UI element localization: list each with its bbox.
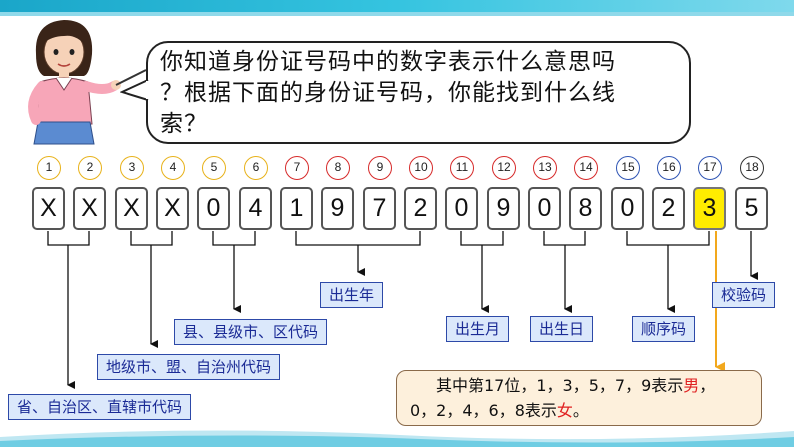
question-line-2: ？根据下面的身份证号码，你能找到什么线: [160, 80, 616, 106]
label-province-code: 省、自治区、直辖市代码: [8, 394, 192, 420]
position-circle: 17: [698, 156, 722, 180]
id-digit-box: 0: [528, 187, 561, 230]
label-sequence-code: 顺序码: [632, 316, 696, 342]
position-circle: 14: [574, 156, 598, 180]
position-circle: 5: [202, 156, 226, 180]
bottom-wave-decoration: [0, 430, 794, 447]
position-circle: 4: [161, 156, 185, 180]
note-line-2-text: 0，2，4，6，8表示: [410, 401, 557, 420]
position-circle: 16: [657, 156, 681, 180]
speech-bubble-tail: [120, 79, 150, 101]
position-circle: 15: [616, 156, 640, 180]
position-circle: 1: [37, 156, 61, 180]
position-circle: 3: [120, 156, 144, 180]
id-digit-box: 0: [445, 187, 478, 230]
note-male: 男: [683, 376, 700, 395]
gender-note-box: [396, 370, 762, 426]
id-digit-box: 5: [735, 187, 768, 230]
note-line-1-end: ，: [699, 376, 716, 395]
position-circle: 11: [450, 156, 474, 180]
id-digit-box: 0: [611, 187, 644, 230]
position-circle: 10: [409, 156, 433, 180]
label-city-code: 地级市、盟、自治州代码: [97, 354, 281, 380]
id-digit-box: X: [115, 187, 148, 230]
note-line-1: 其中第17位，1，3，5，7，9表示男，: [406, 373, 756, 398]
speech-bubble: [146, 41, 691, 144]
position-circle: 13: [533, 156, 557, 180]
label-check-code: 校验码: [712, 282, 776, 308]
gender-note-text: 其中第17位，1，3，5，7，9表示男， 0，2，4，6，8表示女。: [406, 373, 756, 423]
position-circle: 12: [492, 156, 516, 180]
label-birth-month: 出生月: [446, 316, 510, 342]
id-digit-box: X: [156, 187, 189, 230]
id-digit-box: 4: [239, 187, 272, 230]
id-digit-box: 2: [404, 187, 437, 230]
id-digit-box: X: [32, 187, 65, 230]
id-digit-box: 9: [487, 187, 520, 230]
label-county-code: 县、县级市、区代码: [174, 319, 328, 345]
id-digit-box: 9: [321, 187, 354, 230]
note-female: 女: [556, 401, 573, 420]
id-digit-box-highlighted: 3: [693, 187, 726, 230]
label-birth-day: 出生日: [530, 316, 594, 342]
id-digit-box: 0: [197, 187, 230, 230]
label-birth-year: 出生年: [320, 282, 384, 308]
position-circle: 2: [78, 156, 102, 180]
top-banner-stripe: [0, 12, 794, 16]
position-circle: 18: [740, 156, 764, 180]
note-line-2-end: 。: [572, 401, 589, 420]
question-text: 你知道身份证号码中的数字表示什么意思吗 ？根据下面的身份证号码，你能找到什么线 …: [160, 47, 680, 140]
position-circle: 7: [285, 156, 309, 180]
teacher-illustration: [28, 20, 147, 145]
id-digit-box: 2: [652, 187, 685, 230]
question-line-3: 索？: [160, 111, 208, 137]
id-digit-box: 1: [280, 187, 313, 230]
position-circle: 9: [368, 156, 392, 180]
position-circle: 6: [244, 156, 268, 180]
note-line-1-text: 其中第17位，1，3，5，7，9表示: [436, 376, 684, 395]
note-line-2: 0，2，4，6，8表示女。: [406, 398, 756, 423]
id-digit-box: 7: [363, 187, 396, 230]
id-digit-box: X: [73, 187, 106, 230]
position-circle: 8: [326, 156, 350, 180]
id-digit-box: 8: [569, 187, 602, 230]
question-line-1: 你知道身份证号码中的数字表示什么意思吗: [160, 49, 616, 75]
top-banner: [0, 0, 794, 12]
